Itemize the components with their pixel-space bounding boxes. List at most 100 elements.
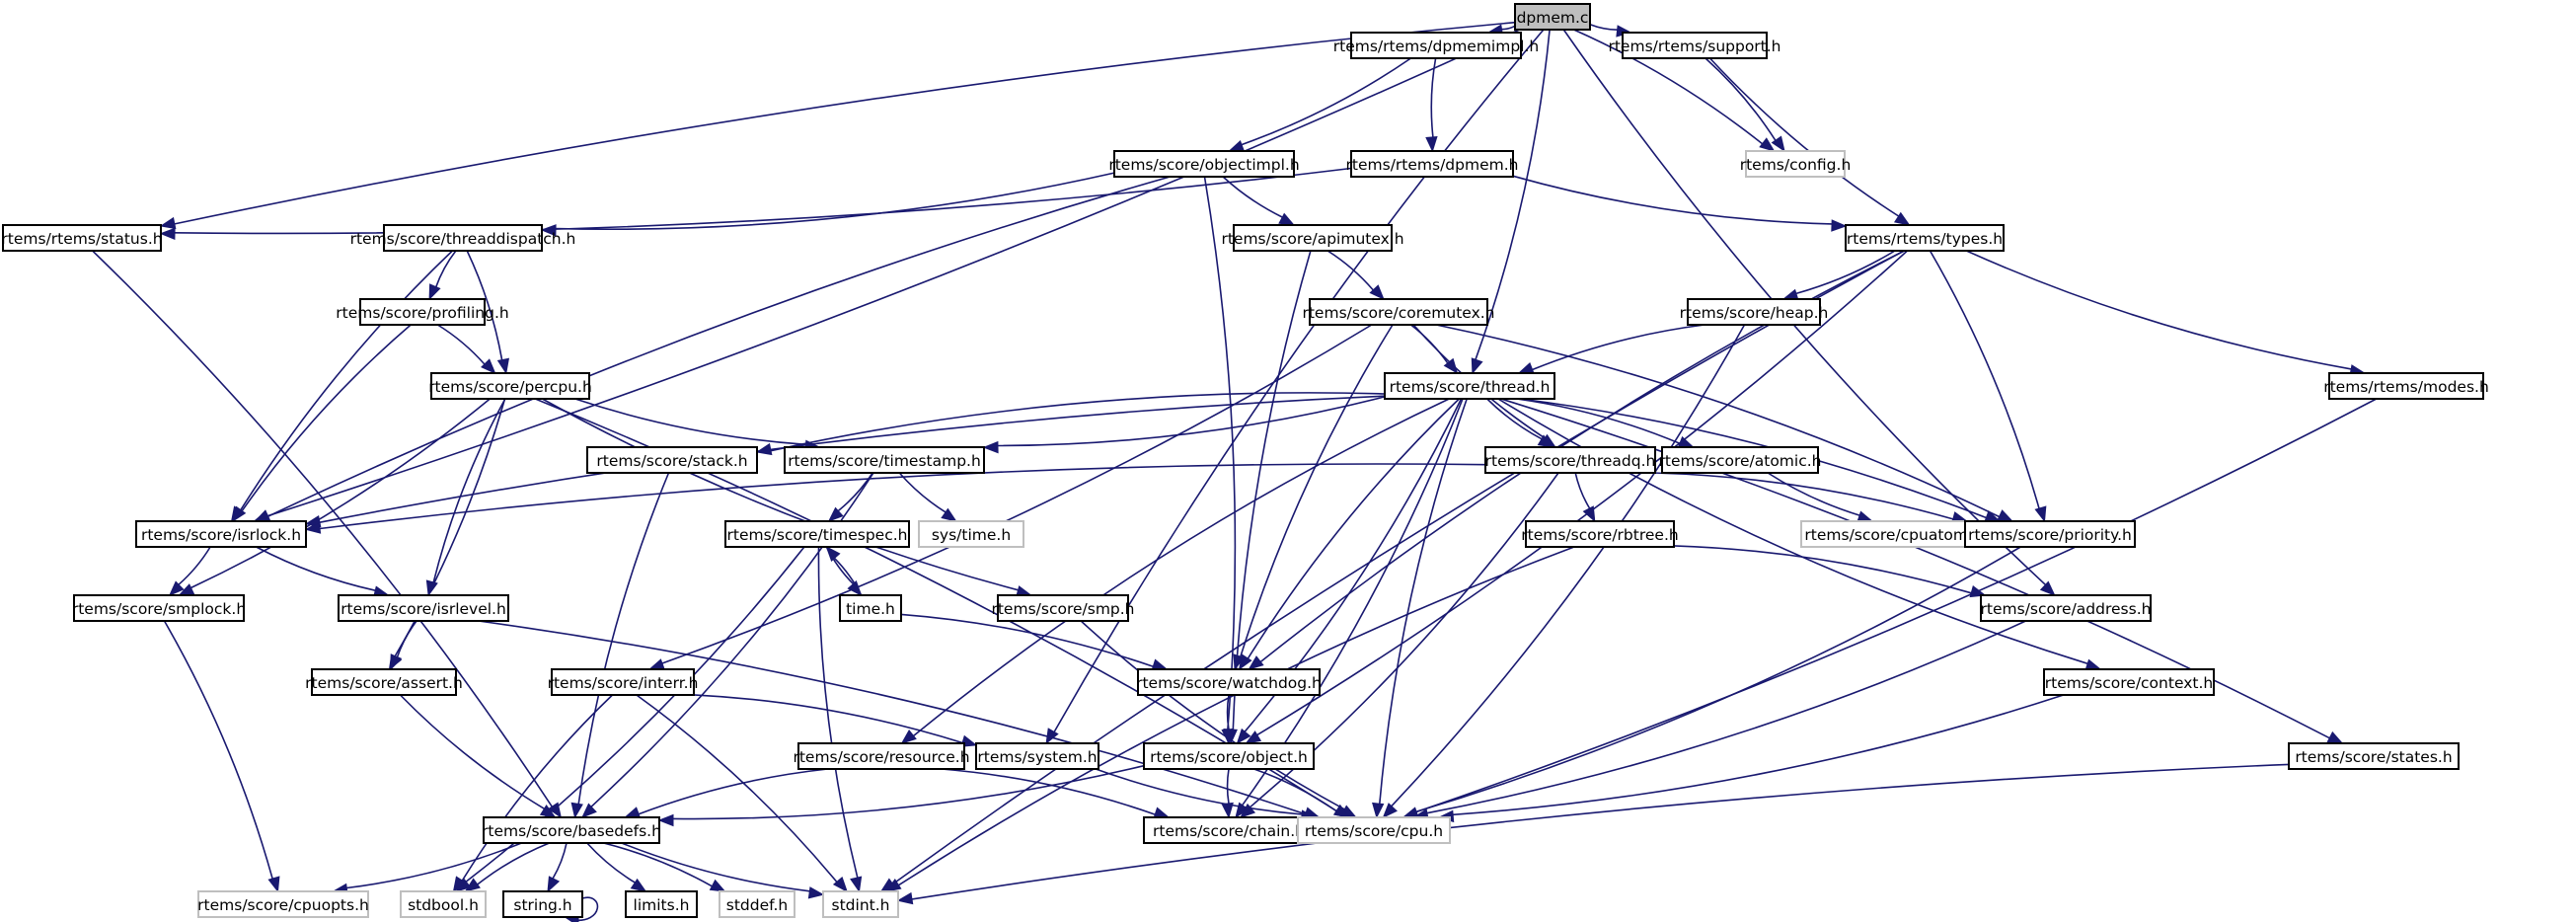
node-label: rtems/score/context.h <box>2045 674 2213 692</box>
node-isrlock[interactable]: rtems/score/isrlock.h <box>135 520 307 548</box>
node-cpu[interactable]: rtems/score/cpu.h <box>1297 816 1451 844</box>
node-dpmem-h[interactable]: rtems/rtems/dpmem.h <box>1346 150 1519 178</box>
node-label: rtems/config.h <box>1740 156 1852 174</box>
arrowhead <box>1221 802 1234 819</box>
node-label: rtems/score/threaddispatch.h <box>350 230 576 248</box>
node-types[interactable]: rtems/rtems/types.h <box>1845 224 2005 252</box>
node-box <box>975 742 1099 770</box>
edge-thread-to-watchdog <box>1238 398 1460 671</box>
edge-watchdog-to-object <box>1221 694 1234 745</box>
node-timestamp[interactable]: rtems/score/timestamp.h <box>784 446 985 474</box>
arrowhead <box>496 357 510 375</box>
arrowhead <box>1221 728 1234 745</box>
node-smp[interactable]: rtems/score/smp.h <box>991 594 1135 622</box>
node-stdint[interactable]: stdint.h <box>822 890 899 918</box>
edge-resource-to-chain <box>941 768 1171 819</box>
node-rbtree[interactable]: rtems/score/rbtree.h <box>1521 520 1679 548</box>
node-timespec[interactable]: rtems/score/timespec.h <box>724 520 910 548</box>
arrowhead <box>390 653 403 671</box>
node-box <box>197 890 369 918</box>
edge-atomic-to-cpuatomic <box>1767 472 1874 523</box>
node-system[interactable]: rtems/system.h <box>975 742 1099 770</box>
node-config[interactable]: rtems/config.h <box>1740 150 1852 178</box>
node-object[interactable]: rtems/score/object.h <box>1143 742 1315 770</box>
node-support[interactable]: rtems/rtems/support.h <box>1608 32 1781 59</box>
node-box <box>502 890 583 918</box>
node-percpu[interactable]: rtems/score/percpu.h <box>428 372 592 400</box>
node-box <box>1350 32 1522 59</box>
node-box <box>483 816 660 844</box>
node-objectimpl[interactable]: rtems/score/objectimpl.h <box>1108 150 1300 178</box>
edge-timestamp-to-systime <box>898 472 957 522</box>
edge-object-to-chain <box>1221 768 1234 819</box>
node-priority[interactable]: rtems/score/priority.h <box>1964 520 2136 548</box>
node-stddef[interactable]: stddef.h <box>719 890 796 918</box>
edge-objectimpl-to-apimutex <box>1222 176 1296 226</box>
node-string[interactable]: string.h <box>502 890 583 918</box>
edge-types-to-priority <box>1929 250 2047 523</box>
node-resource[interactable]: rtems/score/resource.h <box>793 742 970 770</box>
node-box <box>1661 446 1819 474</box>
node-apimutex[interactable]: rtems/score/apimutex.h <box>1221 224 1404 252</box>
node-label: rtems/score/cpuatomic.h <box>1804 526 1995 544</box>
arrowhead <box>850 876 863 893</box>
node-box <box>359 298 486 326</box>
node-coremutex[interactable]: rtems/score/coremutex.h <box>1302 298 1495 326</box>
edge-coremutex-to-thread <box>1410 324 1459 375</box>
edge-percpu-to-smplock <box>178 398 491 596</box>
node-limits[interactable]: limits.h <box>625 890 698 918</box>
node-stack[interactable]: rtems/score/stack.h <box>586 446 758 474</box>
edge-thread-to-threadq <box>1486 398 1554 448</box>
arrowhead <box>624 807 642 818</box>
node-context[interactable]: rtems/score/context.h <box>2043 668 2215 696</box>
arrowhead <box>254 509 271 522</box>
node-assert[interactable]: rtems/score/assert.h <box>305 668 463 696</box>
node-box <box>1525 520 1675 548</box>
node-interr[interactable]: rtems/score/interr.h <box>548 668 699 696</box>
node-threaddispatch[interactable]: rtems/score/threaddispatch.h <box>350 224 576 252</box>
edge-thread-to-atomic <box>1516 398 1695 448</box>
node-box <box>2288 742 2460 770</box>
arrowhead <box>827 506 844 522</box>
node-basedefs[interactable]: rtems/score/basedefs.h <box>482 816 661 844</box>
node-profiling[interactable]: rtems/score/profiling.h <box>336 298 509 326</box>
node-isrlevel[interactable]: rtems/score/isrlevel.h <box>338 594 509 622</box>
node-states[interactable]: rtems/score/states.h <box>2288 742 2460 770</box>
node-dpmem-c[interactable]: dpmem.c <box>1514 3 1591 31</box>
node-thread[interactable]: rtems/score/thread.h <box>1384 372 1555 400</box>
node-modes[interactable]: rtems/rtems/modes.h <box>2323 372 2489 400</box>
arrowhead <box>1228 140 1246 152</box>
node-label: rtems/score/chain.h <box>1153 822 1305 840</box>
node-systime[interactable]: sys/time.h <box>918 520 1024 548</box>
node-smplock[interactable]: rtems/score/smplock.h <box>72 594 246 622</box>
node-stdbool[interactable]: stdbool.h <box>400 890 487 918</box>
node-box <box>2043 668 2215 696</box>
node-box <box>135 520 307 548</box>
arrowhead <box>570 802 583 819</box>
node-box <box>383 224 543 252</box>
node-label: rtems/score/isrlevel.h <box>341 600 506 618</box>
node-box <box>1137 668 1321 696</box>
node-box <box>1514 3 1591 31</box>
node-label: rtems/score/percpu.h <box>428 378 592 396</box>
node-chain[interactable]: rtems/score/chain.h <box>1143 816 1315 844</box>
node-address[interactable]: rtems/score/address.h <box>1980 594 2152 622</box>
node-box <box>1687 298 1821 326</box>
node-threadq[interactable]: rtems/score/threadq.h <box>1484 446 1656 474</box>
arrowhead <box>1245 730 1262 744</box>
node-dpmemimpl[interactable]: rtems/rtems/dpmemimpl.h <box>1333 32 1539 59</box>
edge-basedefs-to-string <box>547 842 568 893</box>
node-box <box>2 224 162 252</box>
node-box <box>1143 742 1315 770</box>
node-time-h[interactable]: time.h <box>839 594 902 622</box>
node-label: sys/time.h <box>932 526 1011 544</box>
node-cpuopts[interactable]: rtems/score/cpuopts.h <box>197 890 369 918</box>
node-atomic[interactable]: rtems/score/atomic.h <box>1659 446 1822 474</box>
arrowhead <box>982 440 999 454</box>
node-status[interactable]: rtems/rtems/status.h <box>1 224 163 252</box>
node-box <box>2328 372 2484 400</box>
node-heap[interactable]: rtems/score/heap.h <box>1680 298 1829 326</box>
arrowhead <box>1372 802 1385 819</box>
node-watchdog[interactable]: rtems/score/watchdog.h <box>1136 668 1322 696</box>
